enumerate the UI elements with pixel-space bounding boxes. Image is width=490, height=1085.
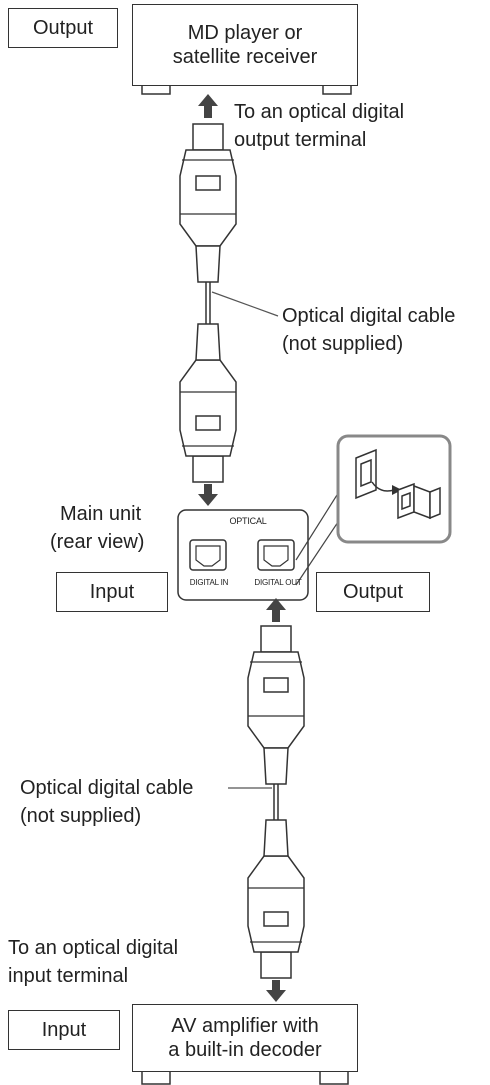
bottom-connection-label-2: input terminal: [8, 965, 129, 987]
optical-panel-title: OPTICAL: [229, 516, 267, 526]
output-tag-top: Output: [8, 8, 118, 48]
bottom-cable-label-1: Optical digital cable: [20, 777, 194, 799]
digital-in-label: DIGITAL IN: [189, 578, 229, 587]
arrow-up-top: [198, 94, 218, 118]
bottom-cable-label-2: (not supplied): [20, 805, 142, 827]
input-tag-main-text: Input: [89, 580, 135, 603]
bottom-device-line1: AV amplifier with: [171, 1015, 319, 1037]
top-cable-label-2: (not supplied): [282, 333, 404, 355]
av-amplifier-device: AV amplifier with a built-in decoder: [132, 1004, 358, 1072]
top-cable-plug-lower: [179, 323, 237, 483]
input-tag-main: Input: [56, 572, 168, 612]
bottom-connection-label-1: To an optical digital: [8, 937, 179, 959]
protective-cap-icon: [397, 482, 441, 520]
output-tag-main: Output: [316, 572, 430, 612]
top-cable-label-1: Optical digital cable: [282, 305, 456, 327]
main-unit-panel: [177, 509, 309, 601]
top-cable-plug-upper: [179, 123, 237, 283]
arrow-down-main: [198, 484, 218, 506]
output-tag-top-text: Output: [32, 16, 94, 39]
main-unit-label-1: Main unit: [60, 503, 142, 525]
output-tag-main-text: Output: [342, 580, 404, 603]
input-tag-bottom: Input: [8, 1010, 120, 1050]
main-unit-label-2: (rear view): [50, 531, 145, 553]
top-device-line2: satellite receiver: [172, 46, 318, 68]
bottom-device-foot-right: [319, 1069, 349, 1085]
top-connection-label-1: To an optical digital: [234, 101, 405, 123]
bottom-cable-plug-lower: [247, 819, 305, 979]
bottom-device-line2: a built-in decoder: [168, 1039, 322, 1061]
remove-arrow-icon: [371, 481, 395, 492]
top-connection-label-2: output terminal: [234, 129, 367, 151]
jack-face-icon: [355, 448, 377, 500]
bottom-cable-plug-upper: [247, 625, 305, 785]
arrow-up-main: [266, 598, 286, 622]
input-tag-bottom-text: Input: [41, 1018, 87, 1041]
top-device-line1: MD player or: [187, 22, 303, 44]
digital-out-label: DIGITAL OUT: [254, 578, 302, 587]
md-player-device: MD player or satellite receiver: [132, 4, 358, 86]
arrow-down-bottom: [266, 980, 286, 1002]
bottom-device-foot-left: [141, 1069, 171, 1085]
